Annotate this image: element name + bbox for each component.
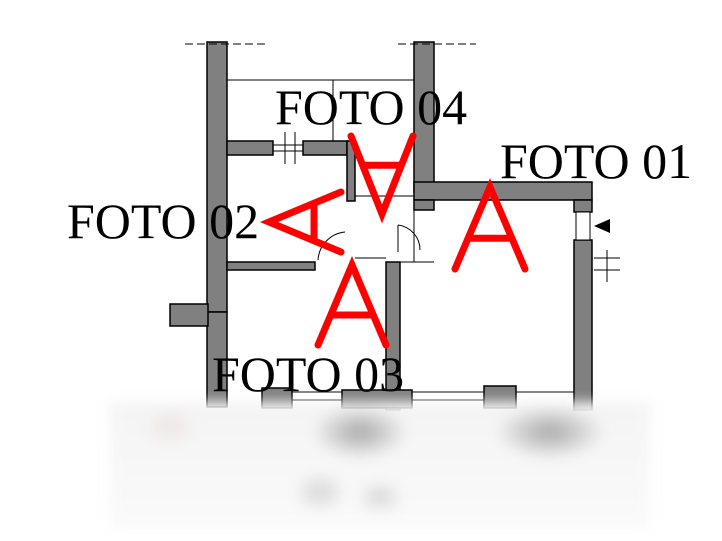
label-foto-04: FOTO 04 <box>275 79 468 135</box>
walls <box>169 41 593 411</box>
photo-markers <box>259 132 529 349</box>
label-foto-03: FOTO 03 <box>212 346 405 402</box>
wall-left-stub <box>169 303 209 327</box>
marker-foto-02 <box>259 188 345 256</box>
thin-lines <box>185 43 620 401</box>
arrow-marker-icon <box>594 219 610 233</box>
marker-foto-03 <box>314 256 390 349</box>
blurred-region <box>110 402 650 527</box>
wall-left-upper <box>206 41 228 313</box>
wall-room-01-right-lower <box>573 239 593 411</box>
wall-room-01-right <box>573 199 593 213</box>
wall-hall-right <box>413 199 435 211</box>
label-foto-01: FOTO 01 <box>500 133 693 189</box>
wall-room-02-bottom <box>226 261 316 271</box>
marker-foto-01 <box>451 178 529 273</box>
label-foto-02: FOTO 02 <box>67 193 260 249</box>
marker-foto-04 <box>347 132 417 224</box>
wall-bath-top-left <box>226 140 274 156</box>
wall-room-01-top <box>413 181 593 201</box>
wall-bath-top-right <box>302 140 348 156</box>
